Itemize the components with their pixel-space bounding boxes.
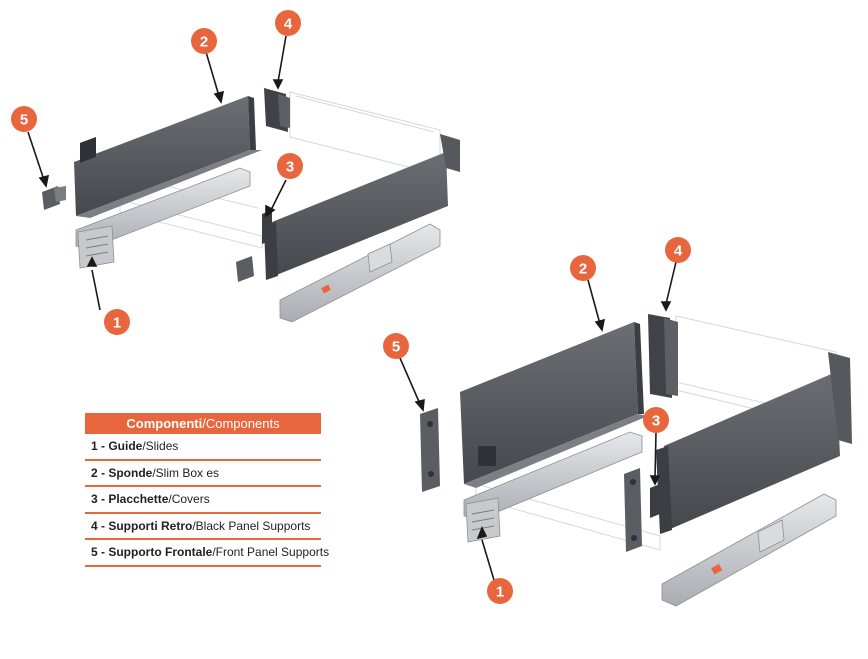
top-callout-4: 4 [275,10,301,36]
components-legend: Componenti/Components 1 - Guide/Slides 2… [85,413,329,567]
legend-row-label-en: /Slides [142,439,179,453]
svg-text:1: 1 [113,315,121,332]
legend-row-slim-box: 2 - Sponde/Slim Box es [85,461,321,487]
svg-text:3: 3 [652,413,660,430]
top-right-side-panel [264,134,460,280]
bottom-left-side-panel [460,322,648,488]
top-left-side-panel [74,96,262,218]
legend-header-english: Components [205,416,280,431]
legend-row-back-panel-supports: 4 - Supporti Retro/Black Panel Supports [85,514,321,540]
legend-row-label-it: 1 - Guide [91,439,143,453]
bottom-back-panel-support [648,314,678,398]
bottom-assembly: 1 2 3 4 5 [383,237,852,607]
bottom-callout-2: 2 [570,255,596,281]
bottom-cover [650,484,660,518]
svg-text:5: 5 [20,112,28,129]
legend-row-slides: 1 - Guide/Slides [85,434,321,461]
bottom-right-side-panel [656,352,852,534]
bottom-front-panel-support-right [624,468,642,552]
top-back-panel-support [264,88,290,132]
svg-text:4: 4 [674,243,683,260]
bottom-right-slide [661,493,837,607]
svg-text:4: 4 [284,16,293,33]
legend-row-label-en: /Covers [168,492,210,506]
top-leader-lines [27,35,287,311]
bottom-leader-lines [399,261,677,581]
legend-row-front-panel-supports: 5 - Supporto Frontale/Front Panel Suppor… [85,540,329,567]
bottom-callout-4: 4 [665,237,691,263]
legend-header-italian: Componenti [126,416,203,431]
bottom-callout-1: 1 [487,578,513,604]
svg-text:1: 1 [496,584,504,601]
legend-row-label-it: 2 - Sponde [91,465,153,480]
top-front-panel-support-right [236,256,254,282]
legend-row-label-en: /Black Panel Supports [192,518,311,533]
legend-row-label-it: 5 - Supporto Frontale [91,545,213,559]
top-callout-1: 1 [104,309,130,335]
legend-row-label-it: 3 - Placchette [91,492,169,506]
svg-text:2: 2 [579,261,587,278]
svg-text:2: 2 [200,34,208,51]
legend-row-covers: 3 - Placchette/Covers [85,487,321,514]
top-callout-2: 2 [191,28,217,54]
legend-row-label-it: 4 - Supporti Retro [91,518,193,533]
top-callout-3: 3 [277,153,303,179]
top-left-slide [75,167,251,269]
bottom-front-panel-support [420,408,440,492]
top-right-slide [279,223,441,323]
top-callout-5: 5 [11,106,37,132]
bottom-callout-3: 3 [643,407,669,433]
legend-row-label-en: /Slim Box es [152,465,220,480]
legend-header: Componenti/Components [85,413,321,434]
bottom-callout-5: 5 [383,333,409,359]
legend-header-separator: / [202,416,206,431]
top-assembly: 1 2 3 4 5 [11,10,460,335]
legend-row-label-en: /Front Panel Supports [212,545,330,559]
svg-text:5: 5 [392,339,400,356]
bottom-left-slide [463,431,643,543]
top-front-panel-support-left [42,186,66,210]
svg-text:3: 3 [286,159,294,176]
